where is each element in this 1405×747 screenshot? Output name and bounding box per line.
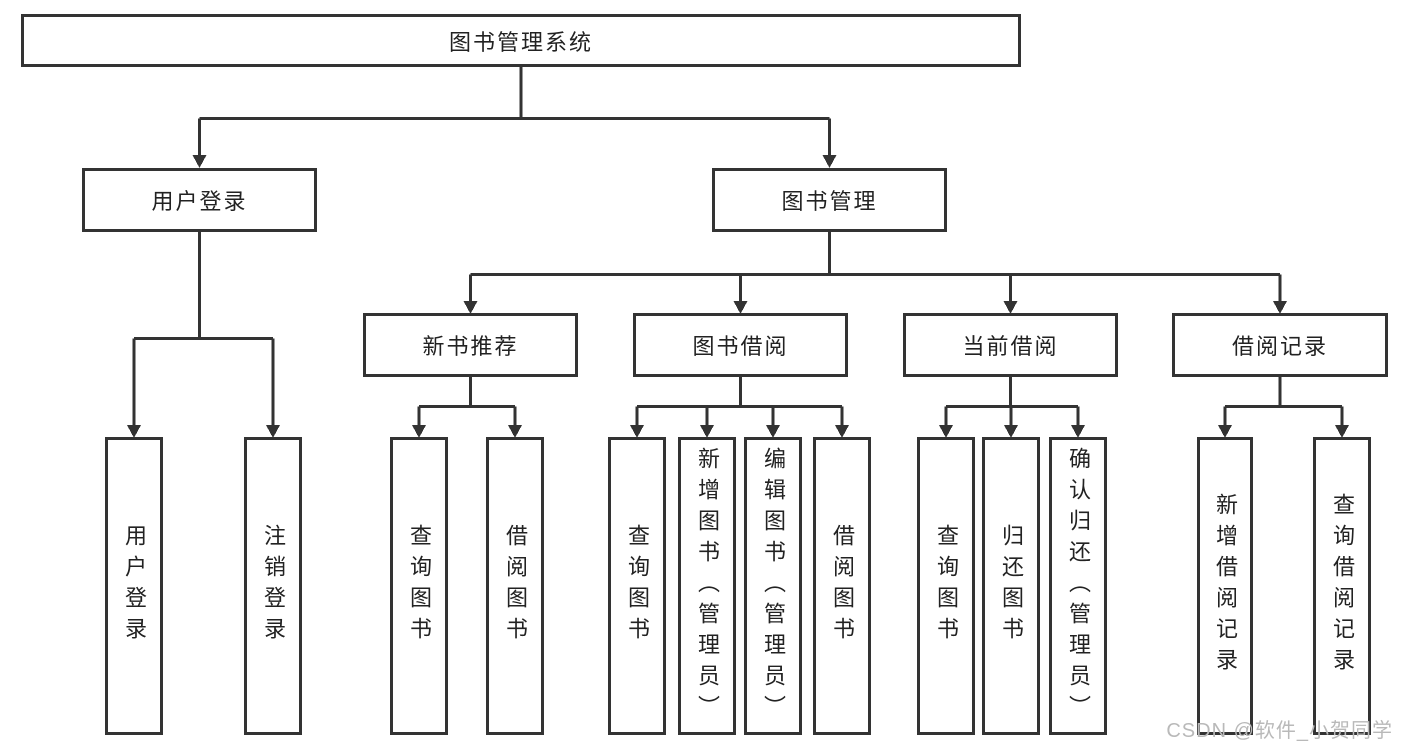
arrowhead (835, 425, 849, 438)
arrowhead (266, 425, 280, 438)
node-label: 借阅记录 (1231, 334, 1328, 359)
node-label: 确认归还（管理员） (1066, 446, 1091, 726)
leaf-records-add-record: 新增借阅记录 (1197, 437, 1253, 735)
node-label: 图书管理 (781, 189, 878, 214)
arrowhead (733, 301, 748, 314)
connector-root-to-level1 (192, 66, 837, 168)
leaf-borrowing-borrow-book: 借阅图书 (813, 437, 871, 735)
arrowhead (939, 425, 953, 438)
node-label: 当前借阅 (962, 334, 1059, 359)
node-book-management: 图书管理 (712, 168, 947, 232)
connector-book-management-children (463, 230, 1287, 314)
node-current-borrowing: 当前借阅 (903, 313, 1118, 377)
arrowhead (1071, 425, 1085, 438)
leaf-records-query-record: 查询借阅记录 (1313, 437, 1371, 735)
node-label: 新增借阅记录 (1213, 493, 1238, 679)
arrowhead (630, 425, 644, 438)
connector-current-borrow-children (939, 375, 1085, 438)
node-borrow-records: 借阅记录 (1172, 313, 1388, 377)
node-label: 用户登录 (151, 189, 248, 214)
node-label: 新增图书（管理员） (695, 446, 720, 726)
node-label: 用户登录 (122, 524, 147, 648)
node-user-login: 用户登录 (82, 168, 317, 232)
node-label: 图书管理系统 (448, 29, 593, 55)
connector-borrow-records-children (1218, 375, 1349, 438)
connector-new-book-children (412, 375, 522, 438)
arrowhead (463, 301, 478, 314)
node-label: 归还图书 (999, 524, 1024, 648)
leaf-borrowing-edit-book-admin: 编辑图书（管理员） (744, 437, 802, 735)
arrowhead (766, 425, 780, 438)
arrowhead (1335, 425, 1349, 438)
node-label: 图书借阅 (692, 334, 789, 359)
node-label: 借阅图书 (830, 524, 855, 648)
arrowhead (1004, 425, 1018, 438)
arrowhead (1273, 301, 1287, 314)
leaf-borrowing-query-book: 查询图书 (608, 437, 666, 735)
connector-user-login-children (127, 230, 280, 438)
arrowhead (412, 425, 426, 438)
arrowhead (822, 155, 837, 168)
node-book-borrowing: 图书借阅 (633, 313, 848, 377)
node-label: 注销登录 (261, 524, 286, 648)
leaf-current-return-book: 归还图书 (982, 437, 1040, 735)
node-label: 查询图书 (625, 524, 650, 648)
node-label: 查询图书 (934, 524, 959, 648)
node-label: 编辑图书（管理员） (761, 446, 786, 726)
node-label: 借阅图书 (503, 524, 528, 648)
leaf-newbook-borrow-book: 借阅图书 (486, 437, 544, 735)
arrowhead (1003, 301, 1018, 314)
arrowhead (700, 425, 714, 438)
node-label: 查询借阅记录 (1330, 493, 1355, 679)
connector-book-borrow-children (630, 375, 849, 438)
leaf-current-query-book: 查询图书 (917, 437, 975, 735)
node-label: 新书推荐 (422, 334, 519, 359)
node-new-book-recommend: 新书推荐 (363, 313, 578, 377)
leaf-user-login: 用户登录 (105, 437, 163, 735)
arrowhead (1218, 425, 1232, 438)
arrowhead (192, 155, 207, 168)
leaf-current-confirm-return-admin: 确认归还（管理员） (1049, 437, 1107, 735)
leaf-borrowing-add-book-admin: 新增图书（管理员） (678, 437, 736, 735)
node-library-system: 图书管理系统 (21, 14, 1021, 67)
node-label: 查询图书 (407, 524, 432, 648)
leaf-newbook-query-book: 查询图书 (390, 437, 448, 735)
csdn-watermark: CSDN @软件_小贺同学 (1166, 720, 1393, 742)
leaf-logout: 注销登录 (244, 437, 302, 735)
arrowhead (127, 425, 141, 438)
arrowhead (508, 425, 522, 438)
